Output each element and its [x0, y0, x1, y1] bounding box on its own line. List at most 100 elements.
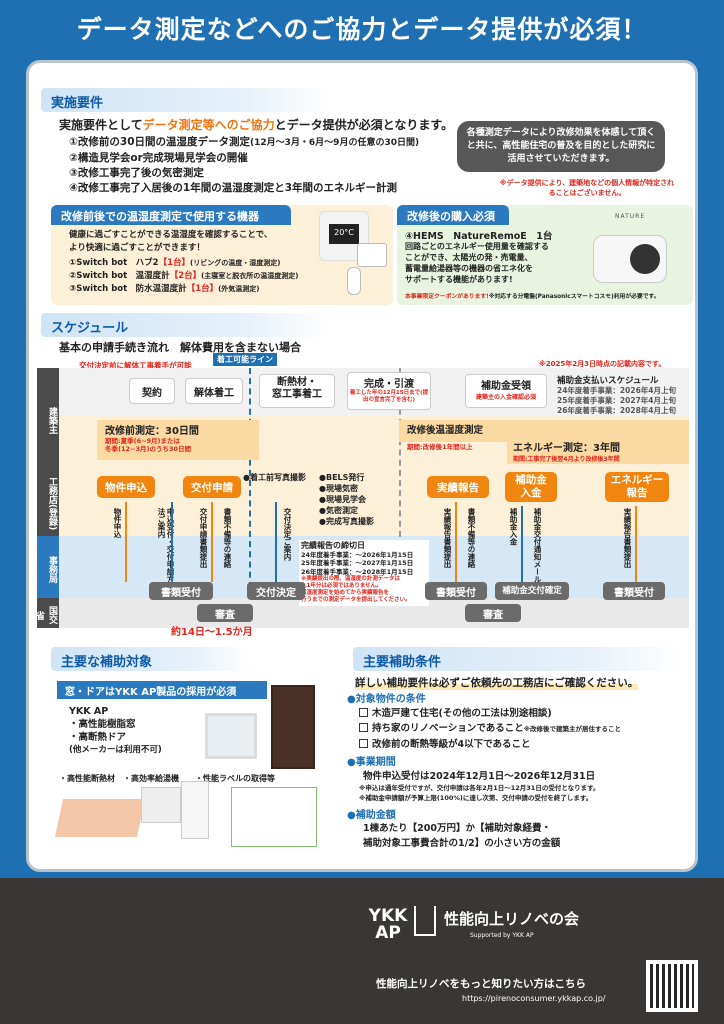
- targets-banner: 窓・ドアはYKK AP製品の採用が必須: [57, 681, 267, 699]
- start-line: [249, 368, 251, 598]
- conditions-heading: 主要補助条件: [353, 647, 683, 671]
- completion-line: [399, 368, 401, 598]
- content-sheet: 実施要件 実施要件としてデータ測定等へのご協力とデータ提供が必須となります。 ①…: [26, 60, 698, 872]
- thermometer-image: [357, 243, 387, 267]
- footer-cta: 性能向上リノベをもっと知りたい方はこちら: [376, 978, 586, 990]
- requirements-heading: 実施要件: [41, 88, 331, 112]
- footer: YKK AP 性能向上リノベの会 Supported by YKK AP 性能向…: [0, 878, 724, 1024]
- post-measure: 改修後温湿度測定: [399, 420, 689, 442]
- nature-remo-image: [593, 235, 667, 283]
- phase-grant-receipt: 補助金受領 建築主の入金確認必須: [465, 374, 547, 408]
- vtext: 書類不備等の連絡: [467, 508, 476, 568]
- requirements-list: ①改修前の30日間の温湿度データ測定(12月〜3月・6月〜9月の任意の30日間)…: [69, 135, 489, 196]
- vtext: 実績報告書類提出: [623, 508, 632, 568]
- amount-title: ●補助金額: [347, 810, 396, 821]
- period-title: ●事業期間: [347, 757, 396, 768]
- step-grant-apply: 交付申請: [183, 476, 241, 498]
- energy-measure: エネルギー測定：3年間 期間:工事完了後翌4月より改修後3年間: [507, 438, 689, 464]
- list-item: ④改修工事完了入居後の1年間の温湿度測定と3年間のエネルギー計測: [69, 182, 398, 194]
- hub-display: 20°C: [329, 224, 359, 244]
- device-box: 改修前後での温湿度測定で使用する機器 健康に過ごすことができる温湿度を確認するこ…: [51, 205, 393, 305]
- nature-logo: NATURE: [615, 213, 646, 220]
- targets-bottom: ・高性能断熱材 ・高効率給湯機 ・性能ラベルの取得等: [59, 774, 275, 783]
- list-item: ③改修工事完了後の気密測定: [69, 167, 204, 179]
- org-name: 性能向上リノベの会: [444, 910, 580, 928]
- pre-measure: 改修前測定：30日間 期間:夏季(6~9月)または 冬季(12~3月)のうち30…: [97, 420, 259, 460]
- checkbox-icon: [359, 723, 368, 732]
- hems-box: 改修後の購入必須 ④HEMS NatureRemoE 1台 回路ごとのエネルギー…: [397, 205, 693, 305]
- hems-heading: 改修後の購入必須: [397, 205, 509, 225]
- property-title: ●対象物件の条件: [347, 694, 426, 705]
- requirements-lead: 実施要件としてデータ測定等へのご協力とデータ提供が必須となります。: [59, 118, 454, 132]
- grant-note: 交付決定前に解体工事着手が可能: [79, 361, 192, 370]
- privacy-note: ※データ提供により、建築地などの個人情報が特定されることはございません。: [499, 179, 675, 197]
- list-item: ②Switch bot 温湿度計【2台】(主寝室と脱衣所の温湿度測定): [69, 271, 299, 281]
- step-property-apply: 物件申込: [97, 476, 155, 498]
- lane-gov: 国交省: [34, 598, 59, 628]
- property-list: 木造戸建て住宅(その他の工法は別途相談) 持ち家のリノベーションであること※改修…: [359, 706, 689, 752]
- device-desc: 健康に過ごすことができる温湿度を確認することで、より快適に過ごすことができます！: [69, 230, 273, 253]
- org-logo-icon: [414, 906, 436, 936]
- flow-arrow: [171, 502, 173, 582]
- office-receipt: 書類受付: [149, 582, 213, 600]
- page-title: データ測定などへのご協力とデータ提供が必須！: [76, 15, 648, 44]
- qr-code-icon[interactable]: [646, 960, 698, 1012]
- flow-arrow: [455, 502, 457, 582]
- gov-review: 審査: [465, 604, 521, 622]
- period-notes: ※申込は通年受付ですが、交付申請は各年2月1日〜12月31日の受付となります。 …: [359, 784, 600, 802]
- gov-review: 審査: [197, 604, 253, 622]
- list-item: ①改修前の30日間の温湿度データ測定(12月〜3月・6月〜9月の任意の30日間): [69, 136, 420, 148]
- list-item: ②構造見学会or完成現場見学会の開催: [69, 152, 248, 164]
- schedule-chart: 建築主 工務店(登録) 事務局 国交省 契約 解体着工 断熱材・ 窓工事着工 完…: [34, 368, 689, 638]
- hub-device-image: 20°C: [319, 211, 369, 261]
- photo-note: ●着工前写真撮影: [243, 473, 306, 482]
- vtext: 実績報告書類提出: [443, 508, 452, 568]
- targets-list: YKK AP ・高性能樹脂窓 ・高断熱ドア (他メーカーは利用不可): [69, 706, 162, 755]
- supported-by: Supported by YKK AP: [470, 932, 534, 939]
- vtext: 補助金入金: [509, 508, 518, 546]
- checkbox-icon: [359, 708, 368, 717]
- info-bubble: 各種測定データにより改修効果を体感して頂くと共に、高性能住宅の普及を目的とした研…: [457, 121, 665, 172]
- device-list: ①Switch bot ハブ2【1台】(リビングの温度・湿度測定) ②Switc…: [69, 257, 299, 296]
- footer-url[interactable]: https://pirenoconsumer.ykkap.co.jp/: [462, 994, 606, 1003]
- vtext: 補助金交付通知メール: [533, 508, 542, 583]
- step-energy-report: エネルギー 報告: [605, 472, 669, 502]
- hems-note: 本事業限定クーポンがあります!※対応する分電盤(Panasonicスマートコスモ…: [405, 294, 660, 300]
- hems-desc: 回路ごとのエネルギー使用量を確認することができ、太陽光の発・売電量、蓄電量給湯器…: [405, 242, 549, 284]
- office-receipt: 書類受付: [425, 582, 487, 600]
- vtext: 申込受付・交付申請方法ご案内: [157, 508, 175, 583]
- office-grant-confirm: 補助金交付確定: [495, 582, 569, 600]
- amount-text: 1棟あたり【200万円】か【補助対象経費・ 補助対象工事費合計の1/2】の小さい…: [363, 823, 561, 849]
- hems-item: ④HEMS NatureRemoE 1台: [405, 231, 553, 242]
- phase-completion: 完成・引渡 着工した年の12月15日まで(提出の宣言完了を含む): [347, 372, 431, 410]
- lane-owner: 建築主: [37, 368, 59, 468]
- list-item: 持ち家のリノベーションであること※改修後で建築主が居住すること: [359, 721, 689, 737]
- flow-arrow: [211, 502, 213, 582]
- flow-arrow: [521, 506, 523, 582]
- period-text: 物件申込受付は2024年12月1日〜2026年12月31日: [363, 771, 596, 782]
- step-grant-deposit: 補助金 入金: [505, 472, 557, 502]
- flow-arrow: [635, 506, 637, 582]
- targets-heading: 主要な補助対象: [51, 647, 251, 671]
- office-receipt: 書類受付: [603, 582, 665, 600]
- flow-arrow: [125, 502, 127, 582]
- performance-label-image: [231, 787, 317, 847]
- vtext: 物件申込: [113, 508, 122, 538]
- vtext: 書類不備等の連絡: [223, 508, 232, 568]
- review-duration: 約14日〜1.5か月: [171, 627, 253, 638]
- checkbox-icon: [359, 739, 368, 748]
- phase-demolition: 解体着工: [185, 378, 243, 404]
- list-item: ③Switch bot 防水温湿度計【1台】(外気温測定): [69, 284, 260, 294]
- device-heading: 改修前後での温湿度測定で使用する機器: [51, 205, 291, 225]
- water-heater-image: [181, 781, 209, 839]
- door-image: [271, 685, 315, 769]
- post-measure-period: 期間:改修後1年間以上: [407, 443, 473, 451]
- phase-insulation: 断熱材・ 窓工事着工: [259, 374, 335, 408]
- schedule-date-note: ※2025年2月3日時点の記載内容です。: [539, 360, 666, 368]
- report-deadline: 完績報告の締切日 24年度着手事業：〜2026年1月15日 25年度着手事業：〜…: [299, 540, 429, 606]
- payment-schedule: 補助金支払いスケジュール 24年度着手事業：2026年4月上旬 25年度着手事業…: [557, 376, 677, 415]
- ykk-logo: YKK AP: [368, 906, 408, 943]
- flow-arrow: [275, 502, 277, 582]
- list-item: 改修前の断熱等級が4以下であること: [359, 737, 689, 752]
- office-decision: 交付決定: [247, 582, 305, 600]
